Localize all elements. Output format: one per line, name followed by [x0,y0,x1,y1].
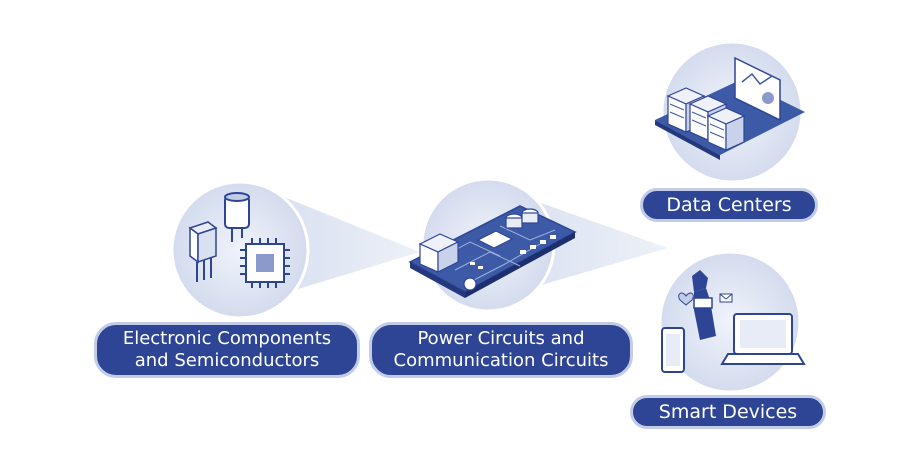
smartwatch-icon [692,270,716,340]
label-circuits-line1: Power Circuits and [417,328,585,349]
smart-devices-illustration [658,250,806,394]
components-illustration [170,180,310,320]
label-power-circuits: Power Circuits and Communication Circuit… [369,322,633,378]
data-centers-illustration [655,40,805,184]
smartphone-icon [661,327,685,373]
dashboard-screen-icon [734,56,781,122]
transistor-icon [188,221,218,282]
laptop-icon [720,313,806,365]
mail-icon [719,293,733,303]
label-smart-devices-text: Smart Devices [658,401,798,423]
capacitor-icon [224,192,250,242]
label-data-centers-text: Data Centers [666,194,792,216]
circuit-board-icon [408,205,577,298]
label-components-line2: and Semiconductors [134,350,320,371]
label-smart-devices: Smart Devices [630,395,826,429]
heart-icon [678,292,694,306]
server-buildings-icon [666,87,746,151]
label-data-centers: Data Centers [640,188,818,222]
label-electronic-components: Electronic Components and Semiconductors [94,322,360,378]
label-components-line1: Electronic Components [122,328,332,349]
chip-icon [240,238,290,288]
circuits-illustration [408,177,577,313]
label-circuits-line2: Communication Circuits [393,350,609,371]
